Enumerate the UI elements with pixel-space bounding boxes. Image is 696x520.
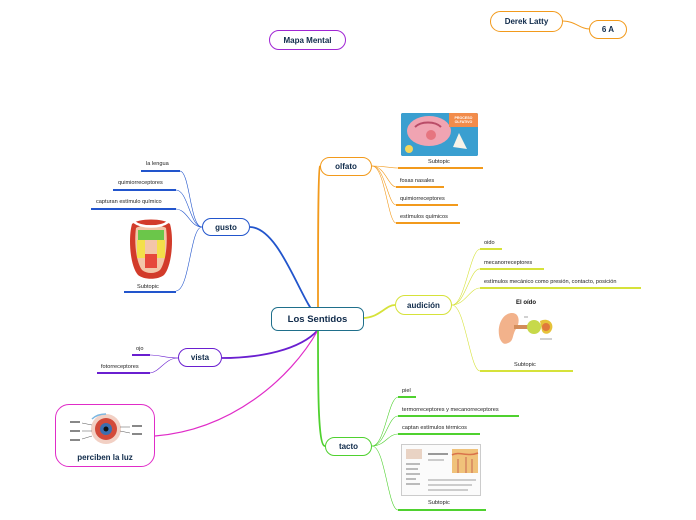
olfato-leaf-2: quimiorreceptores	[400, 196, 445, 202]
tacto-leaf-3: captan estímulos térmicos	[402, 425, 467, 431]
central-topic[interactable]: Los Sentidos	[271, 307, 364, 331]
gusto-image-caption: Subtopic	[137, 284, 159, 290]
vista-leaf-1: ojo	[136, 346, 144, 352]
link-olfato	[317, 165, 321, 309]
tongue-image	[128, 218, 174, 280]
audicion-leaf-3-line	[480, 287, 641, 289]
ear-image-title: El oído	[516, 300, 536, 306]
branch-olfato[interactable]: olfato	[320, 157, 372, 176]
map-title[interactable]: Mapa Mental	[269, 30, 346, 50]
audicion-leaf-2: mecanorreceptores	[484, 260, 533, 266]
tacto-leaf-1-line	[398, 396, 416, 398]
audicion-leaf-1: oido	[484, 240, 495, 246]
vista-leaf-2-line	[97, 372, 150, 374]
vista-leaf-2: fotorreceptores	[101, 364, 139, 370]
branch-gusto[interactable]: gusto	[202, 218, 250, 236]
link-gusto	[249, 226, 319, 319]
link-vista	[221, 329, 319, 359]
olfato-leaf-1-line	[396, 186, 444, 188]
tacto-leaf-2-line	[398, 415, 519, 417]
author-node[interactable]: Derek Latty	[490, 11, 563, 32]
audicion-leaf-3: estímulos mecánico como presión, contact…	[484, 279, 617, 285]
link-luz	[154, 329, 319, 437]
gusto-leaf-3: capturan estímulo químico	[96, 199, 162, 205]
gusto-leaf-1-line	[141, 170, 180, 172]
audicion-leaf-1-line	[480, 248, 502, 250]
gusto-leaf-2-line	[113, 189, 176, 191]
olfato-leaf-1: fosas nasales	[400, 178, 435, 184]
olfactory-image-label: PROCESO OLFATIVO	[454, 116, 473, 124]
perciben-luz-label: perciben la luz	[77, 453, 133, 462]
audicion-image-line	[480, 370, 573, 372]
skin-image	[401, 444, 481, 496]
eye-diagram-icon	[70, 413, 142, 444]
tacto-leaf-2: termorreceptores y mecanorreceptores	[402, 407, 499, 413]
branch-vista[interactable]: vista	[178, 348, 222, 367]
olfato-leaf-2-line	[396, 204, 458, 206]
branch-perciben-luz[interactable]: perciben la luz	[55, 404, 155, 467]
tongue-icon	[130, 219, 172, 279]
tacto-leaf-3-line	[398, 433, 480, 435]
ear-image	[496, 309, 558, 347]
olfato-leaf-3-line	[396, 222, 460, 224]
olfato-leaf-3: estímulos químicos	[400, 214, 448, 220]
link-author	[562, 20, 591, 30]
link-audicion	[361, 304, 396, 319]
gusto-leaf-3-line	[91, 208, 176, 210]
tacto-image-line	[398, 509, 486, 511]
tacto-leaf-1: piel	[402, 388, 411, 394]
audicion-image-caption: Subtopic	[514, 362, 536, 368]
gusto-leaf-2: quimiorreceptores	[118, 180, 163, 186]
ear-diagram-icon	[498, 313, 553, 344]
branch-tacto[interactable]: tacto	[325, 437, 372, 456]
skin-diagram-icon	[406, 449, 479, 491]
olfato-image-line	[398, 167, 483, 169]
audicion-leaf-2-line	[480, 268, 544, 270]
tacto-image-caption: Subtopic	[428, 500, 450, 506]
olfato-image-caption: Subtopic	[428, 159, 450, 165]
gusto-leaf-1: la lengua	[146, 161, 169, 167]
gusto-image-line	[124, 291, 176, 293]
link-tacto	[317, 329, 326, 447]
branch-audicion[interactable]: audición	[395, 295, 452, 315]
vista-leaf-1-line	[132, 354, 150, 356]
olfactory-image: PROCESO OLFATIVO	[401, 113, 478, 156]
nose-diagram-icon	[401, 113, 478, 156]
group-node[interactable]: 6 A	[589, 20, 627, 39]
